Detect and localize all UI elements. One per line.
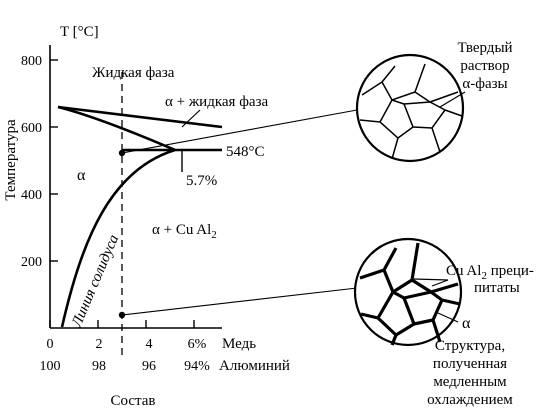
alpha-cual2-label: α + Cu Al2 (152, 222, 217, 241)
alpha-region-label: α (77, 167, 86, 184)
solvus-curve (60, 148, 176, 328)
y-tick-label-400: 400 (21, 188, 42, 203)
alpha-matrix-label: α (462, 315, 471, 332)
precipitate-pointer-1 (431, 279, 449, 287)
structure-caption-2: полученная (433, 356, 507, 372)
upper-solidus-curve (57, 105, 176, 152)
x-axis-title: Состав (110, 393, 155, 409)
liquid-phase-label: Жидкая фаза (92, 65, 175, 81)
solid-solution-pointer (439, 91, 466, 108)
precipitate-label-line1: Cu Al2 преци- (446, 263, 534, 282)
x-tick-label-al-96: 96 (142, 359, 156, 374)
max-solubility: 5.7% (186, 173, 217, 189)
precipitate-label-line2: питаты (474, 280, 520, 296)
x-tick-label-al-100: 100 (40, 359, 61, 374)
solid-solution-label-1: Твердый (457, 40, 512, 56)
precipitate-structure (353, 237, 463, 347)
y-unit: T [°C] (60, 24, 99, 40)
solid-solution-label-3: α-фазы (462, 76, 507, 92)
y-tick-label-600: 600 (21, 121, 42, 136)
leader-top (121, 109, 358, 154)
copper-label: Медь (222, 336, 256, 352)
structure-caption-1: Структура, (435, 338, 505, 354)
structure-caption-4: охлаждением (427, 392, 513, 408)
structure-caption-3: медленным (433, 374, 507, 390)
alpha-grain-structure (355, 53, 465, 163)
alpha-matrix-pointer (437, 312, 459, 323)
x-tick-label-al-94: 94% (184, 359, 210, 374)
y-tick-label-200: 200 (21, 255, 42, 270)
solidus-line-label: Линия солидуса (69, 233, 123, 331)
y-tick-label-800: 800 (21, 54, 42, 69)
alpha-liquid-pointer (181, 109, 201, 128)
x-tick-label-cu-6: 6% (188, 337, 207, 352)
precipitate-pointer-2 (413, 278, 449, 281)
eutectic-temperature: 548°C (226, 144, 265, 160)
x-tick-label-cu-0: 0 (47, 337, 54, 352)
liquidus-line (57, 105, 223, 129)
aluminum-label: Алюминий (219, 358, 290, 374)
y-axis-title: Температура (3, 119, 19, 201)
x-tick-label-cu-4: 4 (146, 337, 153, 352)
leader-bottom (121, 287, 358, 316)
solid-solution-label-2: раствор (460, 58, 509, 74)
x-tick-label-cu-2: 2 (96, 337, 103, 352)
x-tick-label-al-98: 98 (92, 359, 106, 374)
alpha-liquid-label: α + жидкая фаза (165, 94, 269, 110)
